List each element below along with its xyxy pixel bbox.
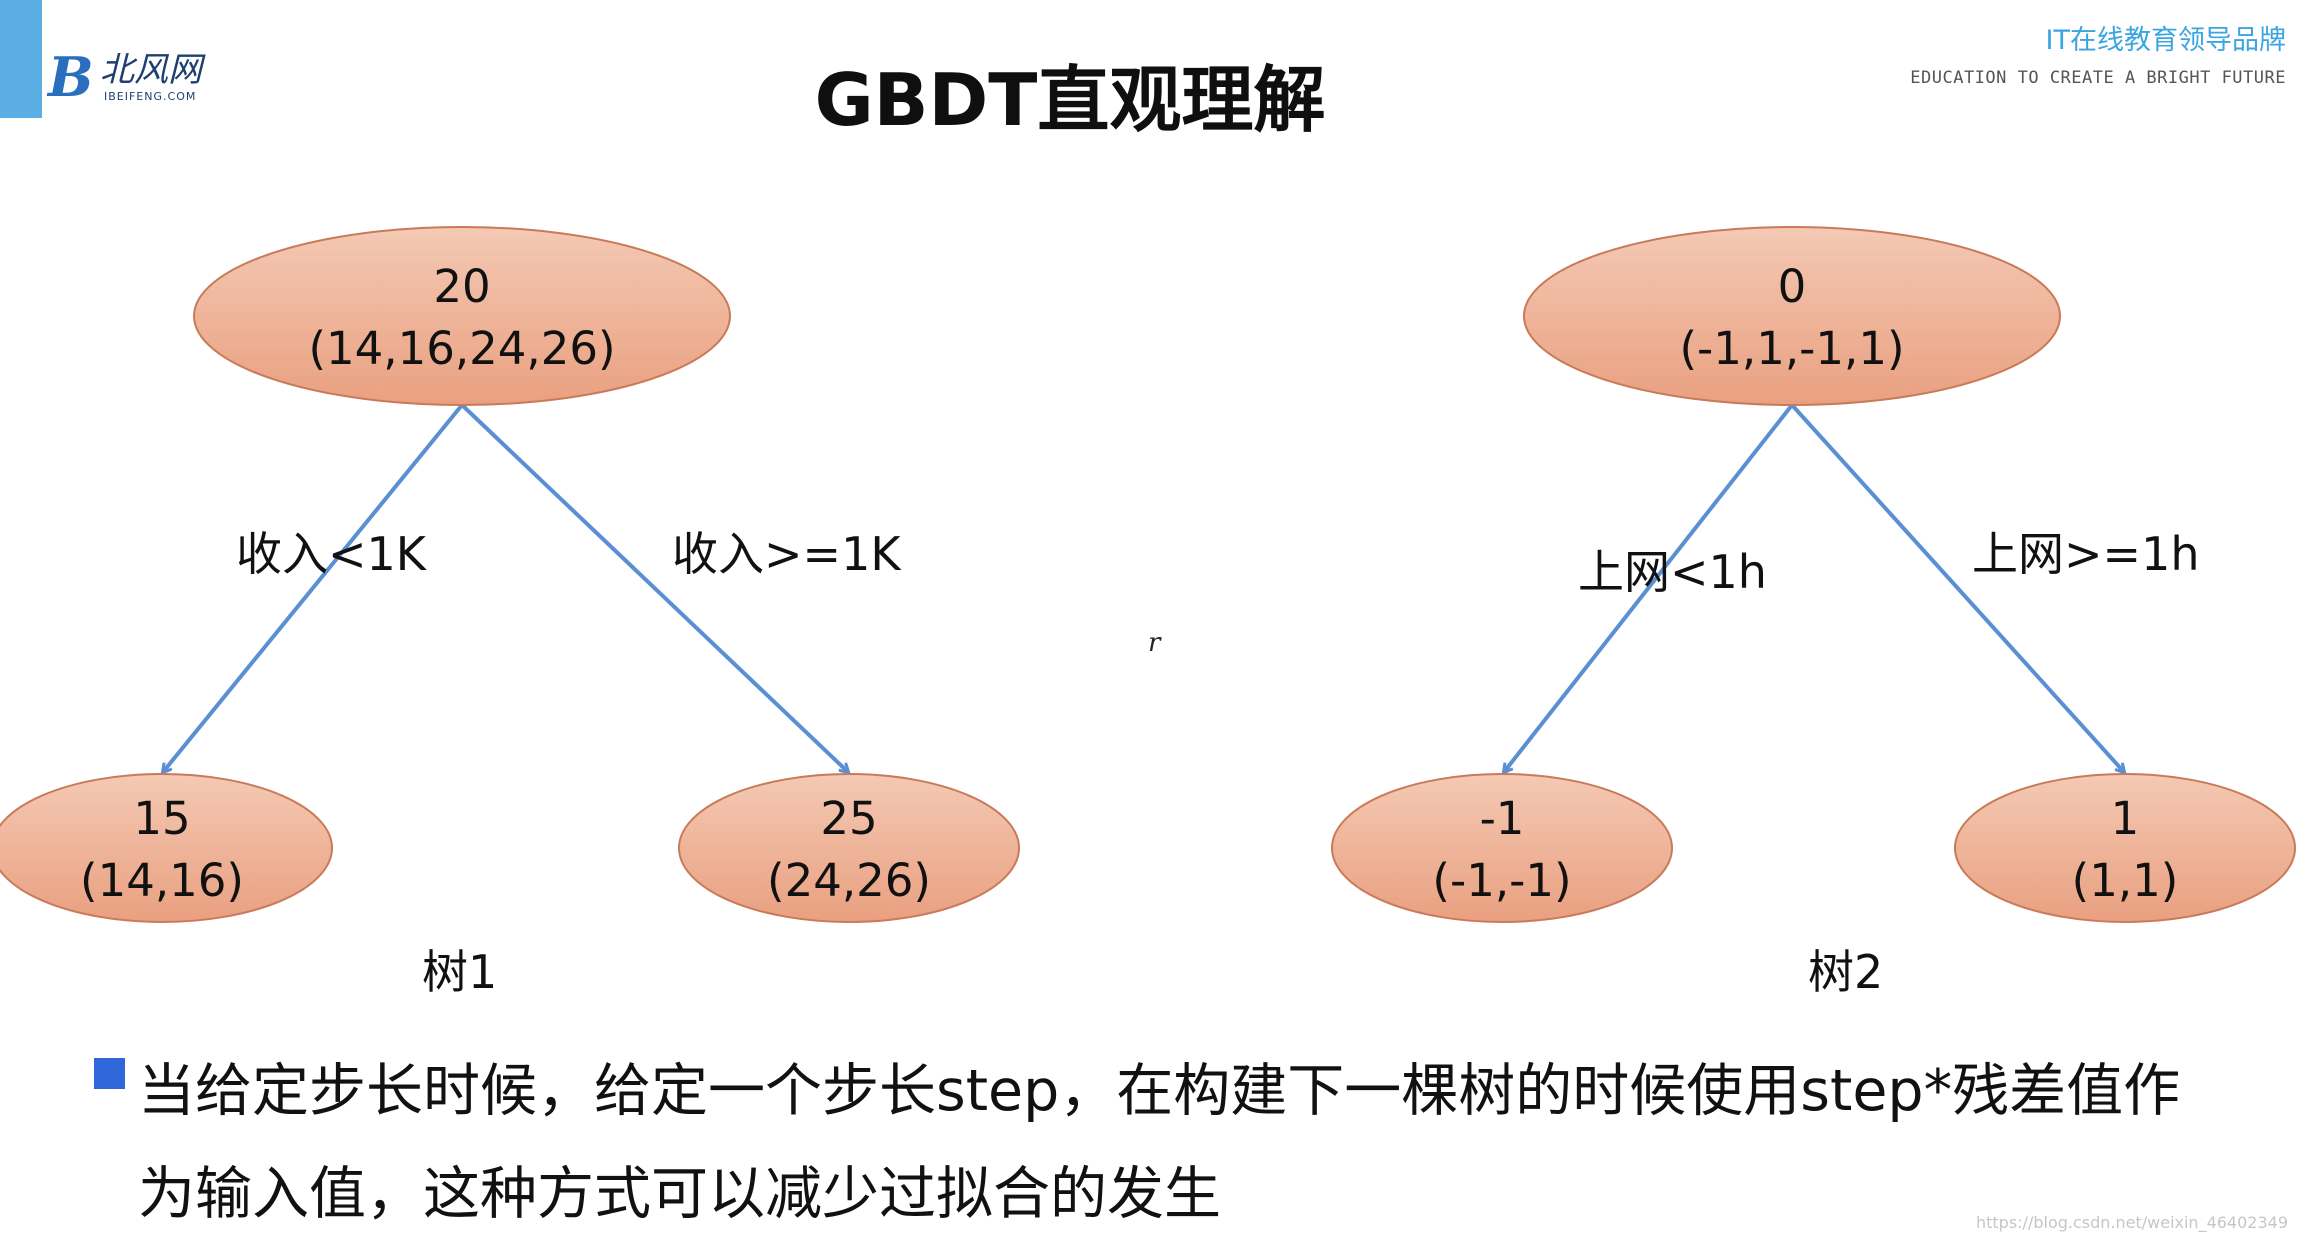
bullet-square-icon (94, 1058, 125, 1089)
tree1-left-edge-label: 收入<1K (236, 527, 426, 581)
logo-cn-text: 北风网 (100, 50, 202, 90)
tree1-root-node (193, 226, 731, 406)
tree1-root-value: 20 (433, 260, 491, 313)
tree2-left-edge-label: 上网<1h (1578, 545, 1767, 599)
tree1-root-samples: (14,16,24,26) (308, 322, 616, 375)
page-title: GBDT直观理解 (814, 58, 1326, 142)
tree2-left-leaf-samples: (-1,-1) (1432, 854, 1572, 907)
tree2-left-leaf-value: -1 (1479, 792, 1525, 845)
tree2-root-samples: (-1,1,-1,1) (1679, 322, 1905, 375)
tree1-right-leaf-value: 25 (820, 792, 878, 845)
tree1-left-leaf-node (0, 773, 333, 923)
accent-bar (0, 0, 42, 118)
tree1-right-edge (460, 403, 848, 772)
tree2-right-leaf-samples: (1,1) (2071, 854, 2179, 907)
tree2-left-leaf-label: -1 (-1,-1) (1352, 788, 1652, 912)
tree2-right-leaf-value: 1 (2110, 792, 2140, 845)
logo-en-text: IBEIFENG.COM (104, 90, 197, 103)
tree1-right-leaf-node (678, 773, 1020, 923)
tree1-left-leaf-label: 15 (14,16) (12, 788, 312, 912)
tree1-root-label: 20 (14,16,24,26) (262, 256, 662, 380)
brand-slogan-cn: IT在线教育领导品牌 (2045, 25, 2286, 56)
watermark: https://blog.csdn.net/weixin_46402349 (1975, 1213, 2288, 1232)
tree2-left-leaf-node (1331, 773, 1673, 923)
tree1-left-leaf-samples: (14,16) (80, 854, 244, 907)
tree1-right-edge-label: 收入>=1K (672, 527, 901, 581)
tree2-right-leaf-node (1954, 773, 2296, 923)
logo: B 北风网 IBEIFENG.COM (48, 48, 218, 108)
tree1-caption: 树1 (422, 945, 498, 999)
tree2-right-edge (1790, 403, 2124, 772)
bullet-text: 当给定步长时候，给定一个步长step，在构建下一棵树的时候使用step*残差值作… (138, 1058, 2181, 1227)
tree1-right-leaf-samples: (24,26) (767, 854, 931, 907)
tree1-left-leaf-value: 15 (133, 792, 191, 845)
tree2-root-value: 0 (1777, 260, 1807, 313)
brand-slogan: IT在线教育领导品牌 EDUCATION TO CREATE A BRIGHT … (1910, 24, 2286, 88)
tree1-right-leaf-label: 25 (24,26) (699, 788, 999, 912)
stray-mark: r (1148, 628, 1161, 658)
tree1-left-edge (163, 403, 464, 772)
tree2-caption: 树2 (1808, 945, 1884, 999)
tree2-right-edge-label: 上网>=1h (1972, 527, 2200, 581)
tree2-root-label: 0 (-1,1,-1,1) (1592, 256, 1992, 380)
logo-mark: B (48, 45, 94, 109)
brand-slogan-en: EDUCATION TO CREATE A BRIGHT FUTURE (1910, 68, 2286, 88)
tree2-root-node (1523, 226, 2061, 406)
tree2-left-edge (1504, 403, 1794, 772)
tree2-right-leaf-label: 1 (1,1) (1975, 788, 2275, 912)
